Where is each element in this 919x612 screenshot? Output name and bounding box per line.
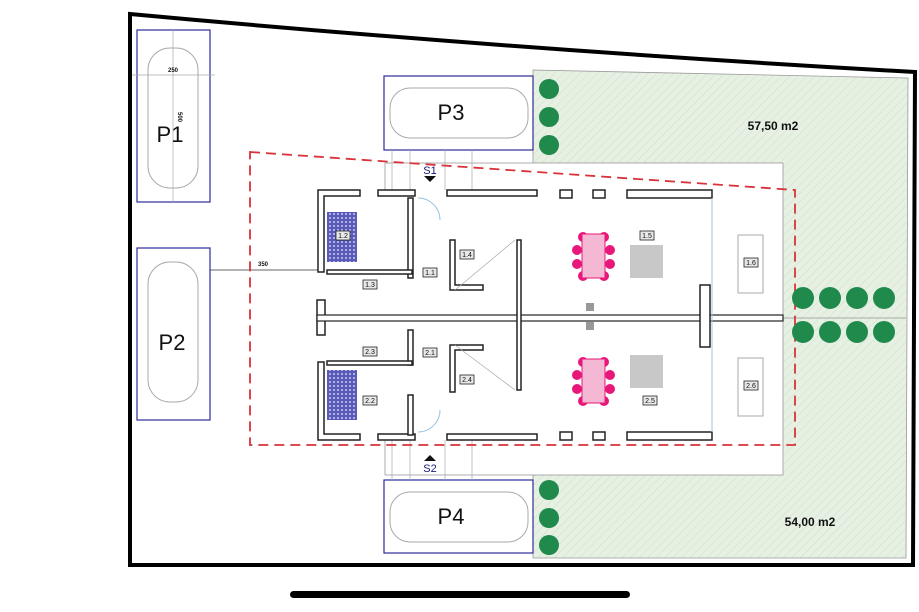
room-label-1.2: 1.2 bbox=[335, 230, 351, 241]
parking-p2: P2 bbox=[136, 247, 211, 421]
room-label-1.3: 1.3 bbox=[362, 279, 378, 290]
parking-label: P4 bbox=[438, 504, 465, 529]
svg-text:1.1: 1.1 bbox=[425, 270, 435, 277]
svg-text:1.6: 1.6 bbox=[746, 260, 756, 267]
area-label: 54,00 m2 bbox=[785, 515, 836, 529]
svg-text:2.2: 2.2 bbox=[365, 398, 375, 405]
room-label-2.6: 2.6 bbox=[743, 380, 759, 391]
svg-text:1.4: 1.4 bbox=[462, 252, 472, 259]
parking-p1: P1 250 500 bbox=[132, 29, 215, 203]
parking-label: P2 bbox=[159, 330, 186, 355]
room-label-1.4: 1.4 bbox=[459, 249, 475, 260]
svg-text:1.5: 1.5 bbox=[642, 233, 652, 240]
section-marker-s1: S1 bbox=[423, 165, 436, 177]
room-label-1.5: 1.5 bbox=[639, 230, 655, 241]
room-label-2.3: 2.3 bbox=[362, 346, 378, 357]
area-label: 57,50 m2 bbox=[748, 119, 799, 133]
building-limit-line bbox=[249, 151, 796, 446]
svg-text:2.5: 2.5 bbox=[645, 398, 655, 405]
room-label-2.4: 2.4 bbox=[459, 374, 475, 385]
parking-label: P1 bbox=[157, 122, 184, 147]
bed-icon bbox=[327, 370, 357, 420]
svg-text:1.2: 1.2 bbox=[338, 233, 348, 240]
svg-text:1.3: 1.3 bbox=[365, 282, 375, 289]
svg-text:2.1: 2.1 bbox=[425, 350, 435, 357]
parking-label: P3 bbox=[438, 100, 465, 125]
room-label-1.6: 1.6 bbox=[743, 257, 759, 268]
room-label-1.1: 1.1 bbox=[422, 267, 438, 278]
party-wall bbox=[316, 314, 784, 322]
dining-table-icon bbox=[572, 357, 615, 406]
dimension-label: 350 bbox=[258, 262, 269, 268]
stove-icon bbox=[630, 245, 663, 278]
dimension-label: 250 bbox=[168, 68, 179, 74]
dimension-label: 500 bbox=[176, 112, 182, 123]
section-marker-s2: S2 bbox=[423, 463, 436, 475]
room-label-2.1: 2.1 bbox=[422, 347, 438, 358]
svg-text:2.4: 2.4 bbox=[462, 377, 472, 384]
tree-icon bbox=[539, 79, 895, 555]
parking-p3: P3 bbox=[383, 75, 534, 151]
svg-text:2.6: 2.6 bbox=[746, 383, 756, 390]
dining-table-icon bbox=[572, 232, 615, 281]
home-indicator[interactable] bbox=[290, 591, 630, 598]
section-arrow-icon bbox=[424, 176, 436, 182]
parking-p4: P4 bbox=[383, 479, 534, 554]
stove-icon bbox=[630, 355, 663, 388]
room-label-2.2: 2.2 bbox=[362, 395, 378, 406]
room-label-2.5: 2.5 bbox=[642, 395, 658, 406]
svg-text:2.3: 2.3 bbox=[365, 349, 375, 356]
section-arrow-icon bbox=[424, 455, 436, 461]
